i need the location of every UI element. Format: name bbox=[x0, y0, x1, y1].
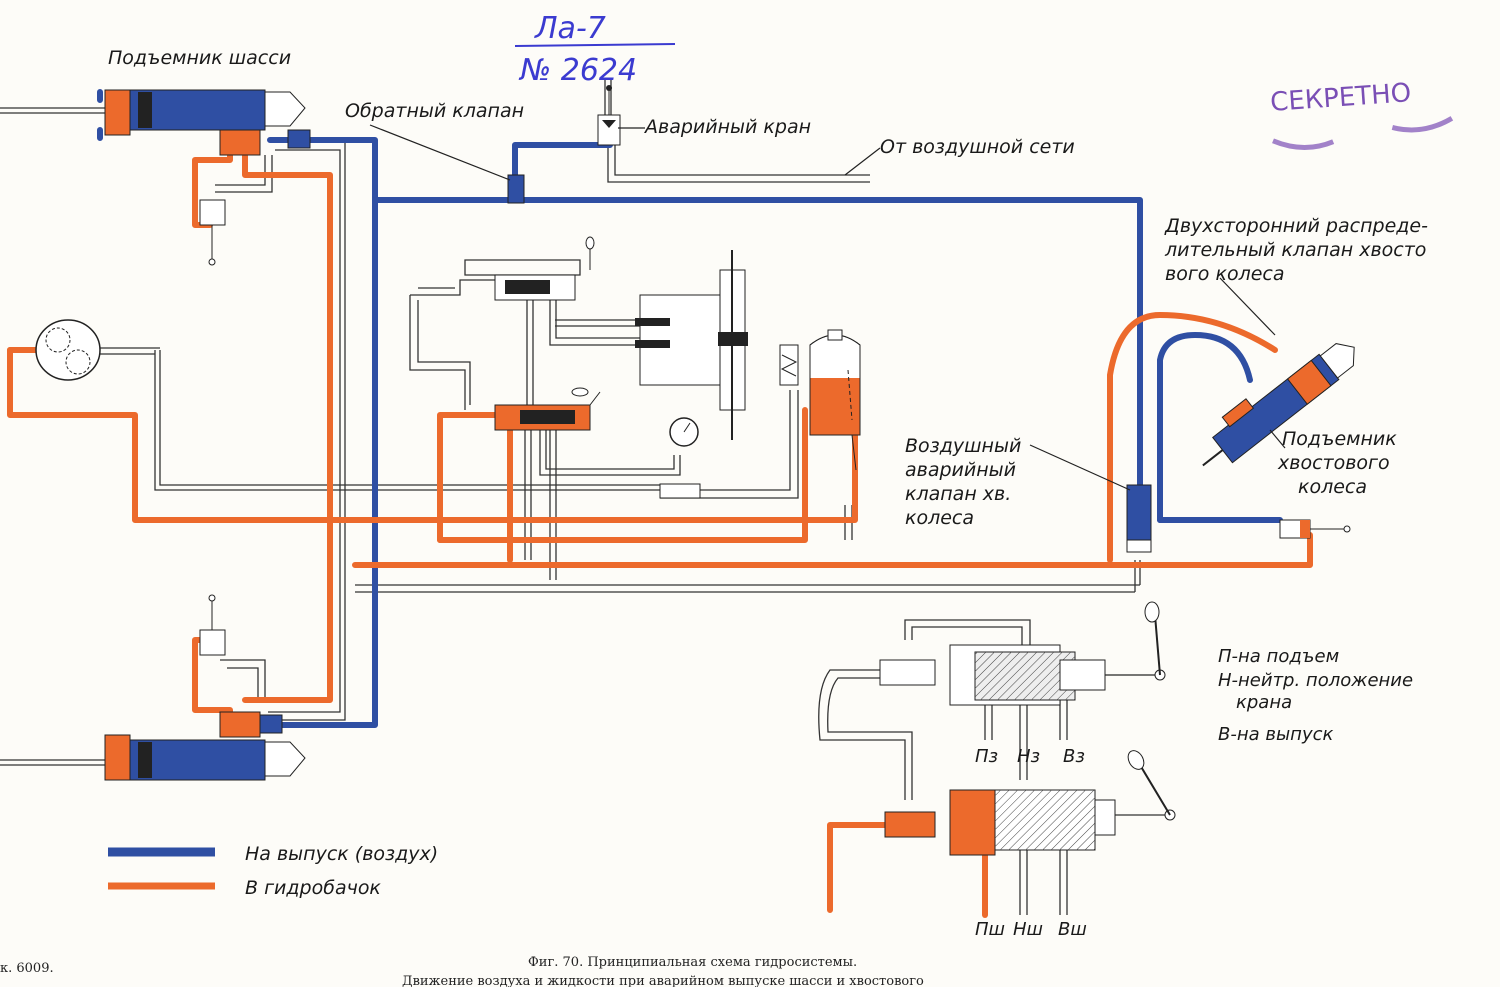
caption-line-1: Фиг. 70. Принципиальная схема гидросисте… bbox=[528, 955, 857, 970]
distribution-valve-lower bbox=[494, 387, 601, 431]
tail-pin bbox=[1279, 519, 1351, 539]
check-valve bbox=[507, 174, 525, 204]
port-p-upper: Пз bbox=[975, 746, 998, 767]
tap-neutral-detail bbox=[879, 601, 1166, 706]
label-check-valve: Обратный клапан bbox=[345, 100, 524, 122]
tap-position-up: П-на подъем bbox=[1218, 646, 1339, 667]
tap-emergency-detail bbox=[884, 750, 1176, 856]
legend: На выпуск (воздух) В гидробачок bbox=[108, 843, 438, 899]
label-tail-valve-2: лительный клапан хвосто bbox=[1164, 239, 1426, 261]
label-tail-lift-2: хвостового bbox=[1277, 452, 1390, 474]
stamp-text: СЕКРЕТНО bbox=[1269, 78, 1412, 118]
distribution-valve-upper bbox=[494, 236, 595, 301]
label-tail-valve-3: вого колеса bbox=[1165, 263, 1285, 285]
secret-stamp: СЕКРЕТНО bbox=[1269, 78, 1454, 150]
tap-position-neutral-1: Н-нейтр. положение bbox=[1218, 670, 1413, 691]
handwritten-underline bbox=[514, 43, 676, 47]
label-tail-valve-1: Двухсторонний распреде- bbox=[1164, 215, 1428, 237]
leader-lines bbox=[369, 124, 1286, 491]
tap-position-down: В-на выпуск bbox=[1218, 724, 1334, 745]
port-n-lower: Нш bbox=[1013, 919, 1043, 940]
return-lines bbox=[7, 137, 1313, 918]
label-tail-lift-1: Подъемник bbox=[1282, 428, 1397, 450]
label-from-air-network: От воздушной сети bbox=[880, 136, 1075, 158]
port-n-upper: Нз bbox=[1017, 746, 1040, 767]
legend-label-air: На выпуск (воздух) bbox=[245, 843, 438, 865]
caption-line-2: Движение воздуха и жидкости при аварийно… bbox=[402, 974, 924, 987]
upper-gear-lift bbox=[104, 89, 311, 266]
label-gear-lift: Подъемник шасси bbox=[108, 47, 291, 69]
port-p-lower: Пш bbox=[975, 919, 1005, 940]
label-emergency-tap: Аварийный кран bbox=[643, 116, 811, 138]
actuator-cylinder bbox=[635, 250, 748, 440]
label-air-valve-4: колеса bbox=[905, 507, 974, 529]
port-v-lower: Вш bbox=[1058, 919, 1087, 940]
label-air-valve-2: аварийный bbox=[905, 459, 1016, 481]
label-air-valve-3: клапан хв. bbox=[905, 483, 1011, 505]
hydraulic-tank bbox=[779, 329, 861, 471]
emergency-tap bbox=[597, 85, 621, 146]
caption-print-ref: к. 6009. bbox=[0, 961, 54, 976]
pump bbox=[35, 319, 101, 381]
lower-gear-lift bbox=[104, 594, 306, 781]
handwritten-number: № 2624 bbox=[518, 53, 637, 88]
pressure-gauge bbox=[659, 417, 701, 499]
air-emergency-valve-tail bbox=[1126, 484, 1152, 553]
label-air-valve-1: Воздушный bbox=[905, 435, 1021, 457]
tail-wheel-lift bbox=[1202, 343, 1355, 467]
handwritten-aircraft: Ла-7 bbox=[534, 11, 606, 46]
port-v-upper: Вз bbox=[1063, 746, 1085, 767]
legend-label-tank: В гидробачок bbox=[245, 877, 381, 899]
air-lines bbox=[97, 89, 1283, 728]
label-tail-lift-3: колеса bbox=[1298, 476, 1367, 498]
tap-position-neutral-2: крана bbox=[1236, 692, 1292, 713]
